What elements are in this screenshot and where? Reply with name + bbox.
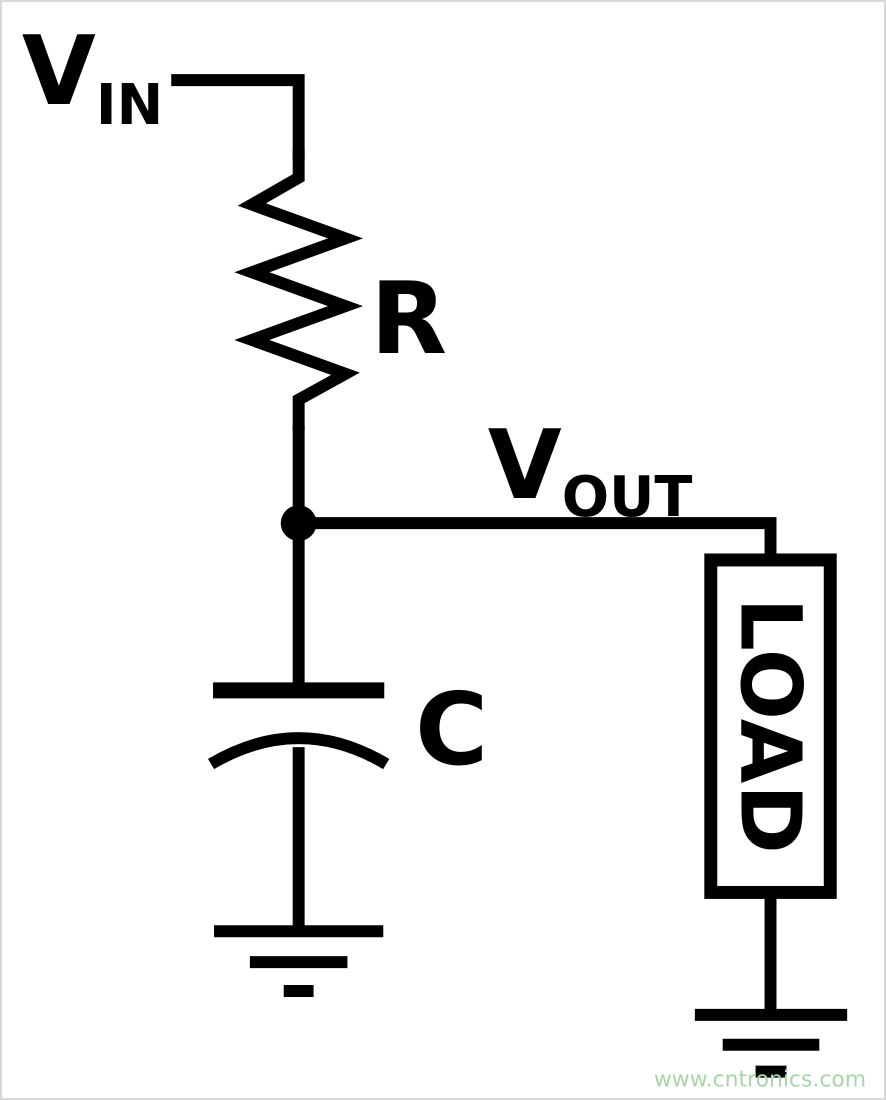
- resistor-label: R: [370, 262, 447, 377]
- vout-wire: [298, 517, 777, 562]
- vin-label-main: V: [22, 15, 96, 127]
- vin-label-subscript: IN: [96, 73, 163, 138]
- vin-label: VIN: [22, 15, 163, 138]
- vout-label: VOUT: [488, 409, 693, 530]
- vin-wire: [171, 74, 305, 160]
- capacitor-label: C: [415, 673, 488, 788]
- vout-label-main: V: [488, 409, 562, 521]
- ground-symbol-capacitor: [214, 925, 384, 997]
- capacitor-symbol: [208, 682, 390, 770]
- ground-symbol-load: [694, 1008, 848, 1078]
- watermark-text: www.cntronics.com: [654, 1068, 866, 1093]
- resistor-symbol: [234, 149, 364, 431]
- load-label: LOAD: [722, 598, 820, 855]
- capacitor-curved-plate: [208, 732, 390, 770]
